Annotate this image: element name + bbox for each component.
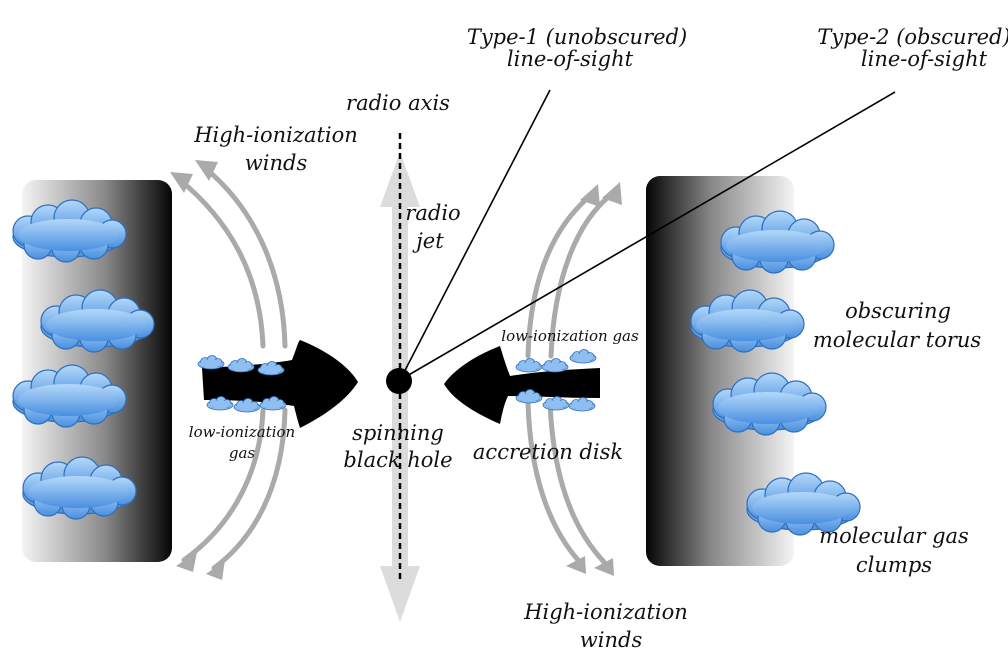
high-ionization-winds-left-label-line2: winds — [245, 151, 308, 175]
wind-arrowhead — [206, 560, 225, 580]
high-ionization-winds-left — [177, 165, 288, 571]
high-ionization-winds-right-label-line2: winds — [580, 628, 643, 652]
high-ionization-winds-right-label: High-ionization — [523, 600, 688, 624]
radio-axis-label: radio axis — [346, 91, 450, 115]
molecular-gas-clumps-label-line2: clumps — [856, 553, 932, 577]
small-cloud-icon — [568, 397, 596, 412]
type2-line-of-sight — [399, 91, 896, 381]
wind-arrowhead — [176, 552, 197, 572]
type1-label-line2: line-of-sight — [507, 47, 634, 71]
accretion-disk-left — [202, 340, 358, 428]
small-cloud-icon — [569, 349, 597, 364]
wind-arrowhead — [566, 556, 586, 574]
accretion-disk-label: accretion disk — [473, 440, 623, 464]
small-cloud-icon — [542, 396, 570, 411]
torus-right — [646, 176, 794, 566]
black-hole-label: spinning — [352, 421, 444, 445]
type2-label: Type-2 (obscured) — [817, 25, 1008, 49]
small-cloud-icon — [515, 358, 543, 373]
torus-label: obscuring — [845, 299, 951, 323]
radio-jet-label-line2: jet — [412, 229, 444, 253]
black-hole-label-line2: black hole — [343, 448, 452, 472]
type2-label-line2: line-of-sight — [861, 47, 988, 71]
black-hole — [386, 368, 412, 394]
molecular-gas-clumps-label: molecular gas — [819, 524, 969, 548]
torus-label-line2: molecular torus — [813, 328, 982, 352]
small-cloud-icon — [197, 355, 225, 370]
low-ionization-gas-right-label: low-ionization gas — [501, 327, 639, 345]
low-ionization-gas-left-label: low-ionization — [189, 423, 295, 441]
radio-jet-label: radio — [405, 201, 460, 225]
wind-arrowhead — [602, 182, 622, 205]
wind-arrowhead — [170, 172, 193, 193]
small-cloud-icon — [227, 358, 255, 373]
wind-arrowhead — [594, 558, 614, 576]
low-ionization-gas-left-label-line2: gas — [229, 444, 256, 462]
wind-arrowhead — [195, 160, 218, 181]
type1-label: Type-1 (unobscured) — [467, 25, 687, 49]
type1-line-of-sight — [399, 89, 551, 381]
small-cloud-icon — [541, 358, 569, 373]
wind-arrowhead — [580, 184, 600, 207]
accretion-disk-right — [444, 346, 600, 424]
high-ionization-winds-left-label: High-ionization — [193, 123, 358, 147]
